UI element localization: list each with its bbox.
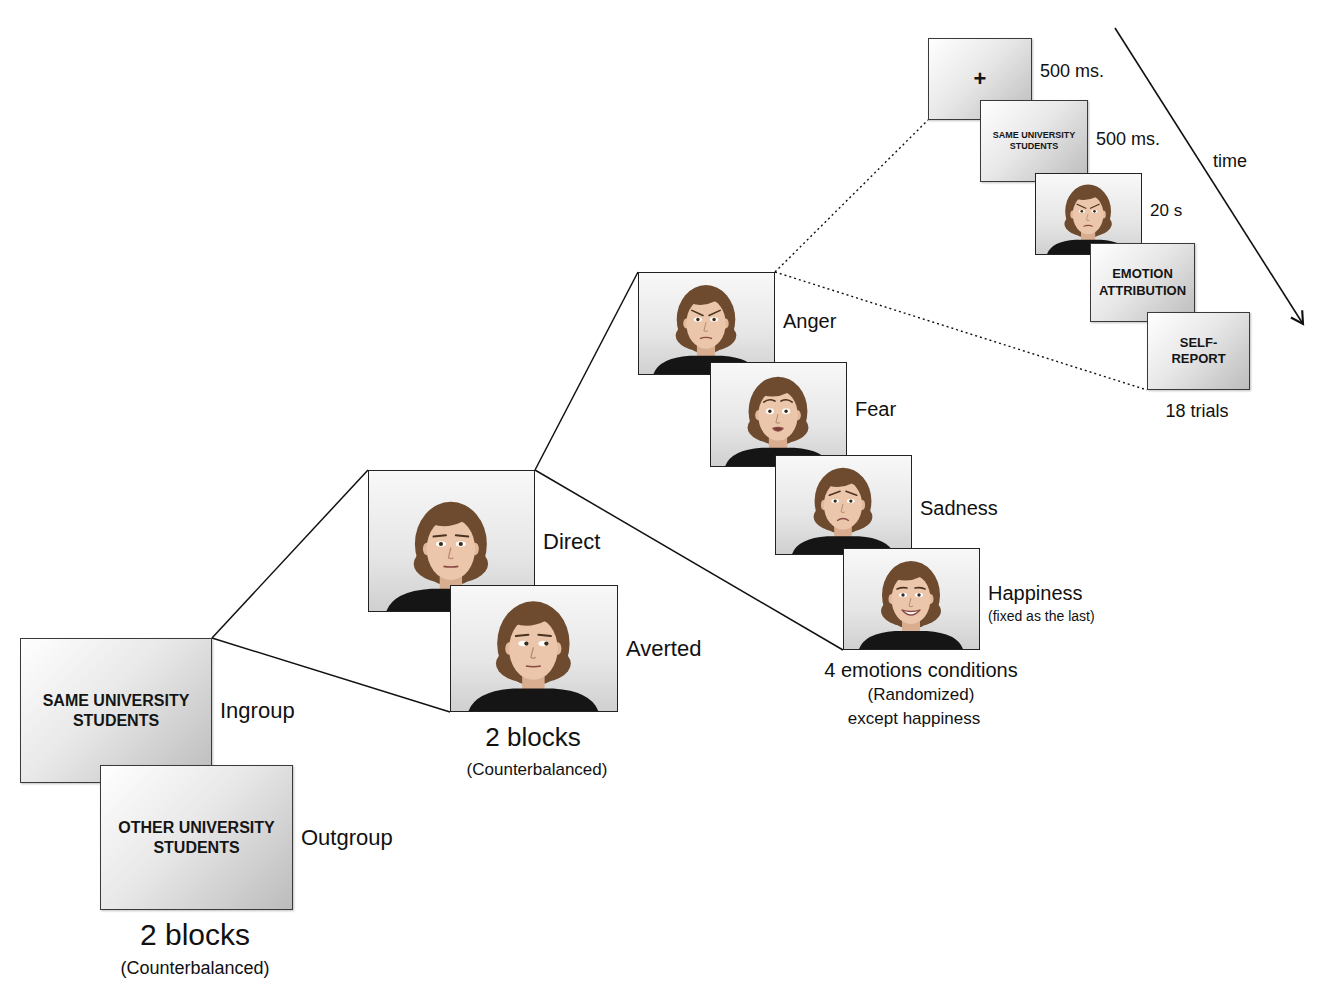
box-text: OTHER UNIVERSITY STUDENTS [107,818,286,858]
face-photo: Anger [638,272,775,375]
face-photo: Fear [710,362,847,467]
annotation-label: except happiness [848,709,980,729]
box-text: EMOTION ATTRIBUTION [1097,266,1188,299]
annotation-label: time [1213,151,1247,172]
condition-label: (fixed as the last) [988,608,1095,624]
box-text: + [974,65,987,93]
face-illustration [844,549,979,649]
face-photo: Averted [450,585,618,712]
condition-box: SAME UNIVERSITY STUDENTSIngroup [20,638,212,783]
condition-label: Outgroup [301,825,393,851]
box-text: SELF-REPORT [1154,335,1243,368]
box-content: SAME UNIVERSITY STUDENTS [21,639,211,782]
condition-box: OTHER UNIVERSITY STUDENTSOutgroup [100,765,293,910]
condition-label: Direct [543,529,600,555]
face-photo: Sadness [775,455,912,555]
face-illustration [776,456,911,554]
condition-label: 500 ms. [1096,129,1160,150]
box-content: SAME UNIVERSITY STUDENTS [981,101,1087,181]
condition-box: SELF-REPORT [1147,312,1250,390]
condition-label: Averted [626,636,701,662]
annotation-label: (Randomized) [868,685,975,705]
face-illustration [639,273,774,374]
box-content: OTHER UNIVERSITY STUDENTS [101,766,292,909]
box-content: SELF-REPORT [1148,313,1249,389]
annotation-label: 2 blocks [140,918,250,952]
condition-label: 500 ms. [1040,61,1104,82]
face-illustration [1036,174,1141,254]
annotation-label: 18 trials [1165,401,1228,422]
annotation-label: 4 emotions conditions [824,659,1017,682]
condition-label: Ingroup [220,698,295,724]
condition-box: EMOTION ATTRIBUTION [1090,243,1195,322]
face-photo: Happiness(fixed as the last) [843,548,980,650]
face-illustration [451,586,617,711]
condition-box: SAME UNIVERSITY STUDENTS500 ms. [980,100,1088,182]
condition-label: Sadness [920,497,998,520]
box-text: SAME UNIVERSITY STUDENTS [987,130,1081,153]
zoom-connector [775,120,928,272]
condition-label: 20 s [1150,201,1182,221]
annotation-label: 2 blocks [485,722,580,753]
condition-label: Happiness [988,582,1083,605]
annotation-label: (Counterbalanced) [120,958,269,979]
zoom-connector [212,470,368,638]
condition-label: Fear [855,398,896,421]
box-content: EMOTION ATTRIBUTION [1091,244,1194,321]
box-text: SAME UNIVERSITY STUDENTS [27,691,205,731]
face-illustration [711,363,846,466]
zoom-connector [535,272,638,470]
annotation-label: (Counterbalanced) [467,760,608,780]
condition-label: Anger [783,310,836,333]
